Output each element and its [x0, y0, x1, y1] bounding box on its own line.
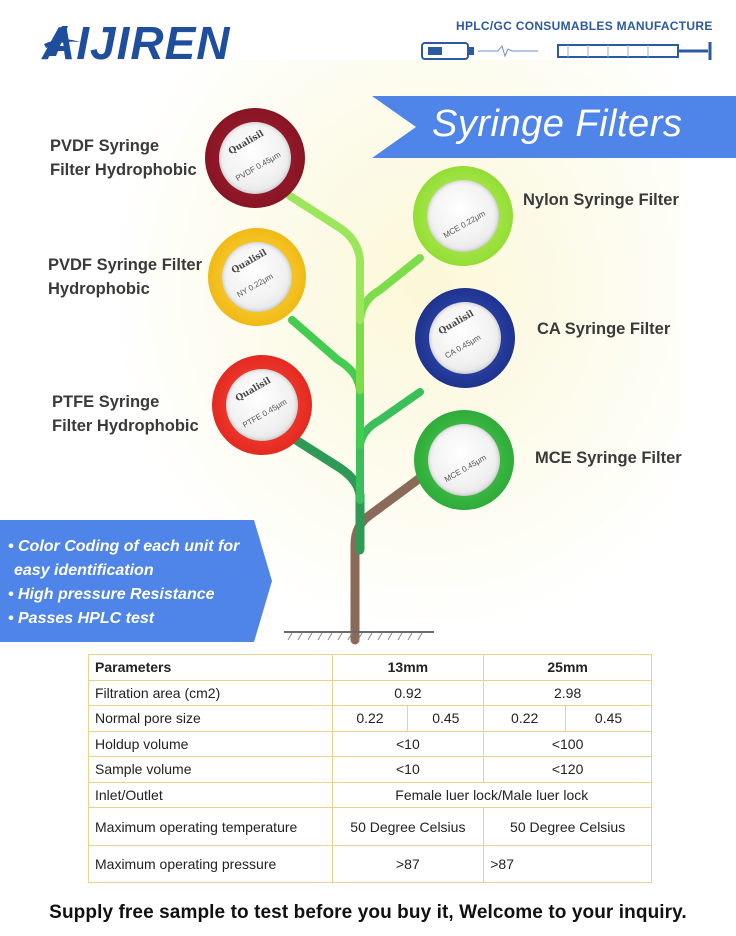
cell-value: 50 Degree Celsius [483, 807, 652, 846]
label-line: PTFE Syringe [52, 393, 160, 411]
tagline: HPLC/GC CONSUMABLES MANUFACTURE [456, 19, 713, 33]
row-label: Sample volume [88, 756, 333, 783]
feature-item: •Color Coding of each unit for [8, 538, 240, 555]
feature-item-continued: easy identification [14, 562, 154, 579]
row-label: Filtration area (cm2) [88, 679, 333, 706]
filter-mce-green: MCE 0.45μm [414, 410, 514, 510]
cell-value: <10 [331, 730, 485, 757]
feature-item: •High pressure Resistance [8, 586, 215, 603]
cell-value: <100 [483, 730, 652, 757]
row-label: Holdup volume [88, 730, 333, 757]
tree-illustration [286, 192, 425, 645]
cell-value: >87 [483, 845, 652, 883]
label-line: Filter Hydrophobic [52, 417, 199, 435]
filter-ptfe-red: Qualisil PTFE 0.45μm [212, 355, 312, 455]
cell-value: <10 [331, 756, 485, 783]
filter-nylon-green: MCE 0.22μm [413, 166, 513, 266]
header-13mm: 13mm [331, 654, 485, 681]
cell-value: 0.22 [331, 705, 409, 732]
cell-value: 0.45 [565, 705, 652, 732]
filter-ca-blue: Qualisil CA 0.45μm [415, 288, 515, 388]
label-line: Filter Hydrophobic [50, 161, 197, 179]
logo-swoosh-icon [44, 26, 80, 56]
table-row: Sample volume <10 <120 [88, 756, 652, 783]
label-nylon: Nylon Syringe Filter [523, 191, 679, 209]
ground-line [284, 631, 434, 641]
filter-pvdf-yellow: Qualisil NY 0.22μm [208, 228, 306, 326]
footer-message: Supply free sample to test before you bu… [49, 902, 687, 923]
features-panel [0, 520, 272, 642]
row-label: Maximum operating pressure [88, 845, 333, 883]
table-row: Maximum operating temperature 50 Degree … [88, 807, 652, 846]
row-label: Maximum operating temperature [88, 807, 333, 846]
header-parameters: Parameters [88, 654, 333, 681]
table-row: Normal pore size 0.22 0.45 0.22 0.45 [88, 705, 652, 732]
syringe-icon [421, 42, 712, 60]
table-row: Maximum operating pressure >87 >87 [88, 845, 652, 883]
row-label: Inlet/Outlet [88, 781, 333, 808]
cell-value: 2.98 [483, 679, 652, 706]
feature-item: •Passes HPLC test [8, 610, 155, 627]
company-logo: AIJIREN [42, 17, 231, 69]
header-25mm: 25mm [483, 654, 652, 681]
label-line: Hydrophobic [48, 280, 150, 298]
title-banner [372, 96, 736, 158]
cell-value: 0.45 [407, 705, 485, 732]
table-row: Holdup volume <10 <100 [88, 730, 652, 757]
cell-value: Female luer lock/Male luer lock [331, 781, 652, 808]
cell-value: >87 [331, 845, 485, 883]
cell-value: <120 [483, 756, 652, 783]
label-pvdf-2: PVDF Syringe Filter Hydrophobic [48, 253, 202, 301]
parameters-table: Parameters 13mm 25mm Filtration area (cm… [88, 654, 652, 883]
label-ca: CA Syringe Filter [537, 320, 671, 338]
label-pvdf-1: PVDF Syringe Filter Hydrophobic [50, 134, 197, 182]
features-list: •Color Coding of each unit for easy iden… [8, 535, 239, 631]
banner-title: Syringe Filters [432, 103, 683, 145]
row-label: Normal pore size [88, 705, 333, 732]
table-row: Filtration area (cm2) 0.92 2.98 [88, 679, 652, 706]
label-ptfe: PTFE Syringe Filter Hydrophobic [52, 390, 199, 438]
table-header-row: Parameters 13mm 25mm [88, 654, 652, 681]
cell-value: 50 Degree Celsius [331, 807, 485, 846]
cell-value: 0.22 [483, 705, 567, 732]
label-mce: MCE Syringe Filter [535, 449, 682, 467]
table-row: Inlet/Outlet Female luer lock/Male luer … [88, 781, 652, 808]
filter-pvdf-red: Qualisil PVDF 0.45μm [205, 108, 305, 208]
label-line: PVDF Syringe Filter [48, 256, 203, 274]
cell-value: 0.92 [331, 679, 485, 706]
label-line: PVDF Syringe [50, 137, 160, 155]
